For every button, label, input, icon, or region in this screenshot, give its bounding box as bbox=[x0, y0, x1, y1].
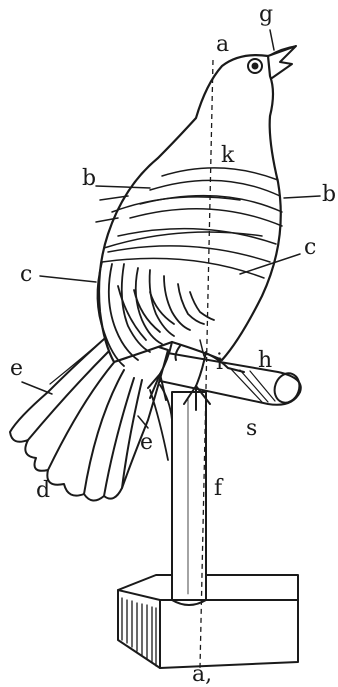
stand-base bbox=[118, 575, 298, 668]
label-b-left: b bbox=[82, 168, 96, 190]
label-g: g bbox=[259, 4, 273, 26]
label-d: d bbox=[36, 480, 50, 502]
label-f: f bbox=[214, 478, 222, 500]
tail bbox=[10, 332, 168, 501]
label-k: k bbox=[221, 145, 234, 167]
label-e-upper: e bbox=[10, 358, 23, 380]
label-h: h bbox=[258, 350, 272, 372]
stand-post bbox=[172, 392, 206, 605]
label-s: s bbox=[246, 418, 257, 440]
label-c-right: c bbox=[304, 237, 316, 259]
label-a-bottom: a, bbox=[192, 664, 212, 686]
label-e-lower: e bbox=[140, 432, 153, 454]
label-i: i bbox=[216, 352, 223, 374]
label-b-right: b bbox=[322, 184, 336, 206]
label-a-top: a bbox=[216, 34, 229, 56]
label-c-left: c bbox=[20, 264, 32, 286]
